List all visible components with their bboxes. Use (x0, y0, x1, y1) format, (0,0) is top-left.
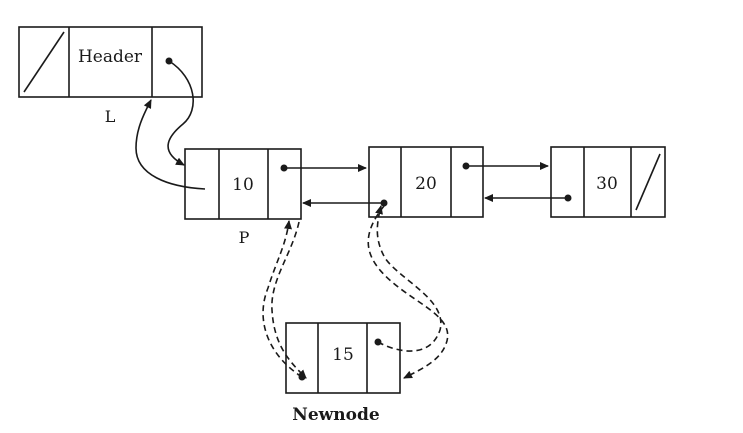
new-node-caption: Newnode (292, 405, 380, 425)
node-value: 20 (415, 174, 437, 194)
null-pointer-slash (23, 31, 65, 93)
node-10-next-to-new-node-arrow (271, 221, 307, 379)
node-value: 30 (596, 174, 618, 194)
new-node-15: 15 (285, 322, 401, 394)
header-next-arrow (167, 60, 194, 166)
null-pointer-slash (635, 153, 661, 211)
new-node-next-to-node-20-arrow (375, 205, 442, 352)
node-30: 30 (550, 146, 666, 218)
node-value: 15 (332, 345, 354, 365)
new-node-prev-to-node-10-arrow (262, 220, 303, 378)
node-value: 10 (232, 175, 254, 195)
node-10-prev-arrow (135, 99, 206, 190)
header-node: Header (18, 26, 203, 98)
node-20: 20 (368, 146, 484, 218)
current-pointer-label: P (239, 228, 250, 247)
node-20-prev-to-new-node-arrow (367, 205, 449, 379)
list-pointer-label: L (105, 107, 116, 126)
header-label: Header (78, 47, 143, 67)
node-10: 10 (184, 148, 302, 220)
